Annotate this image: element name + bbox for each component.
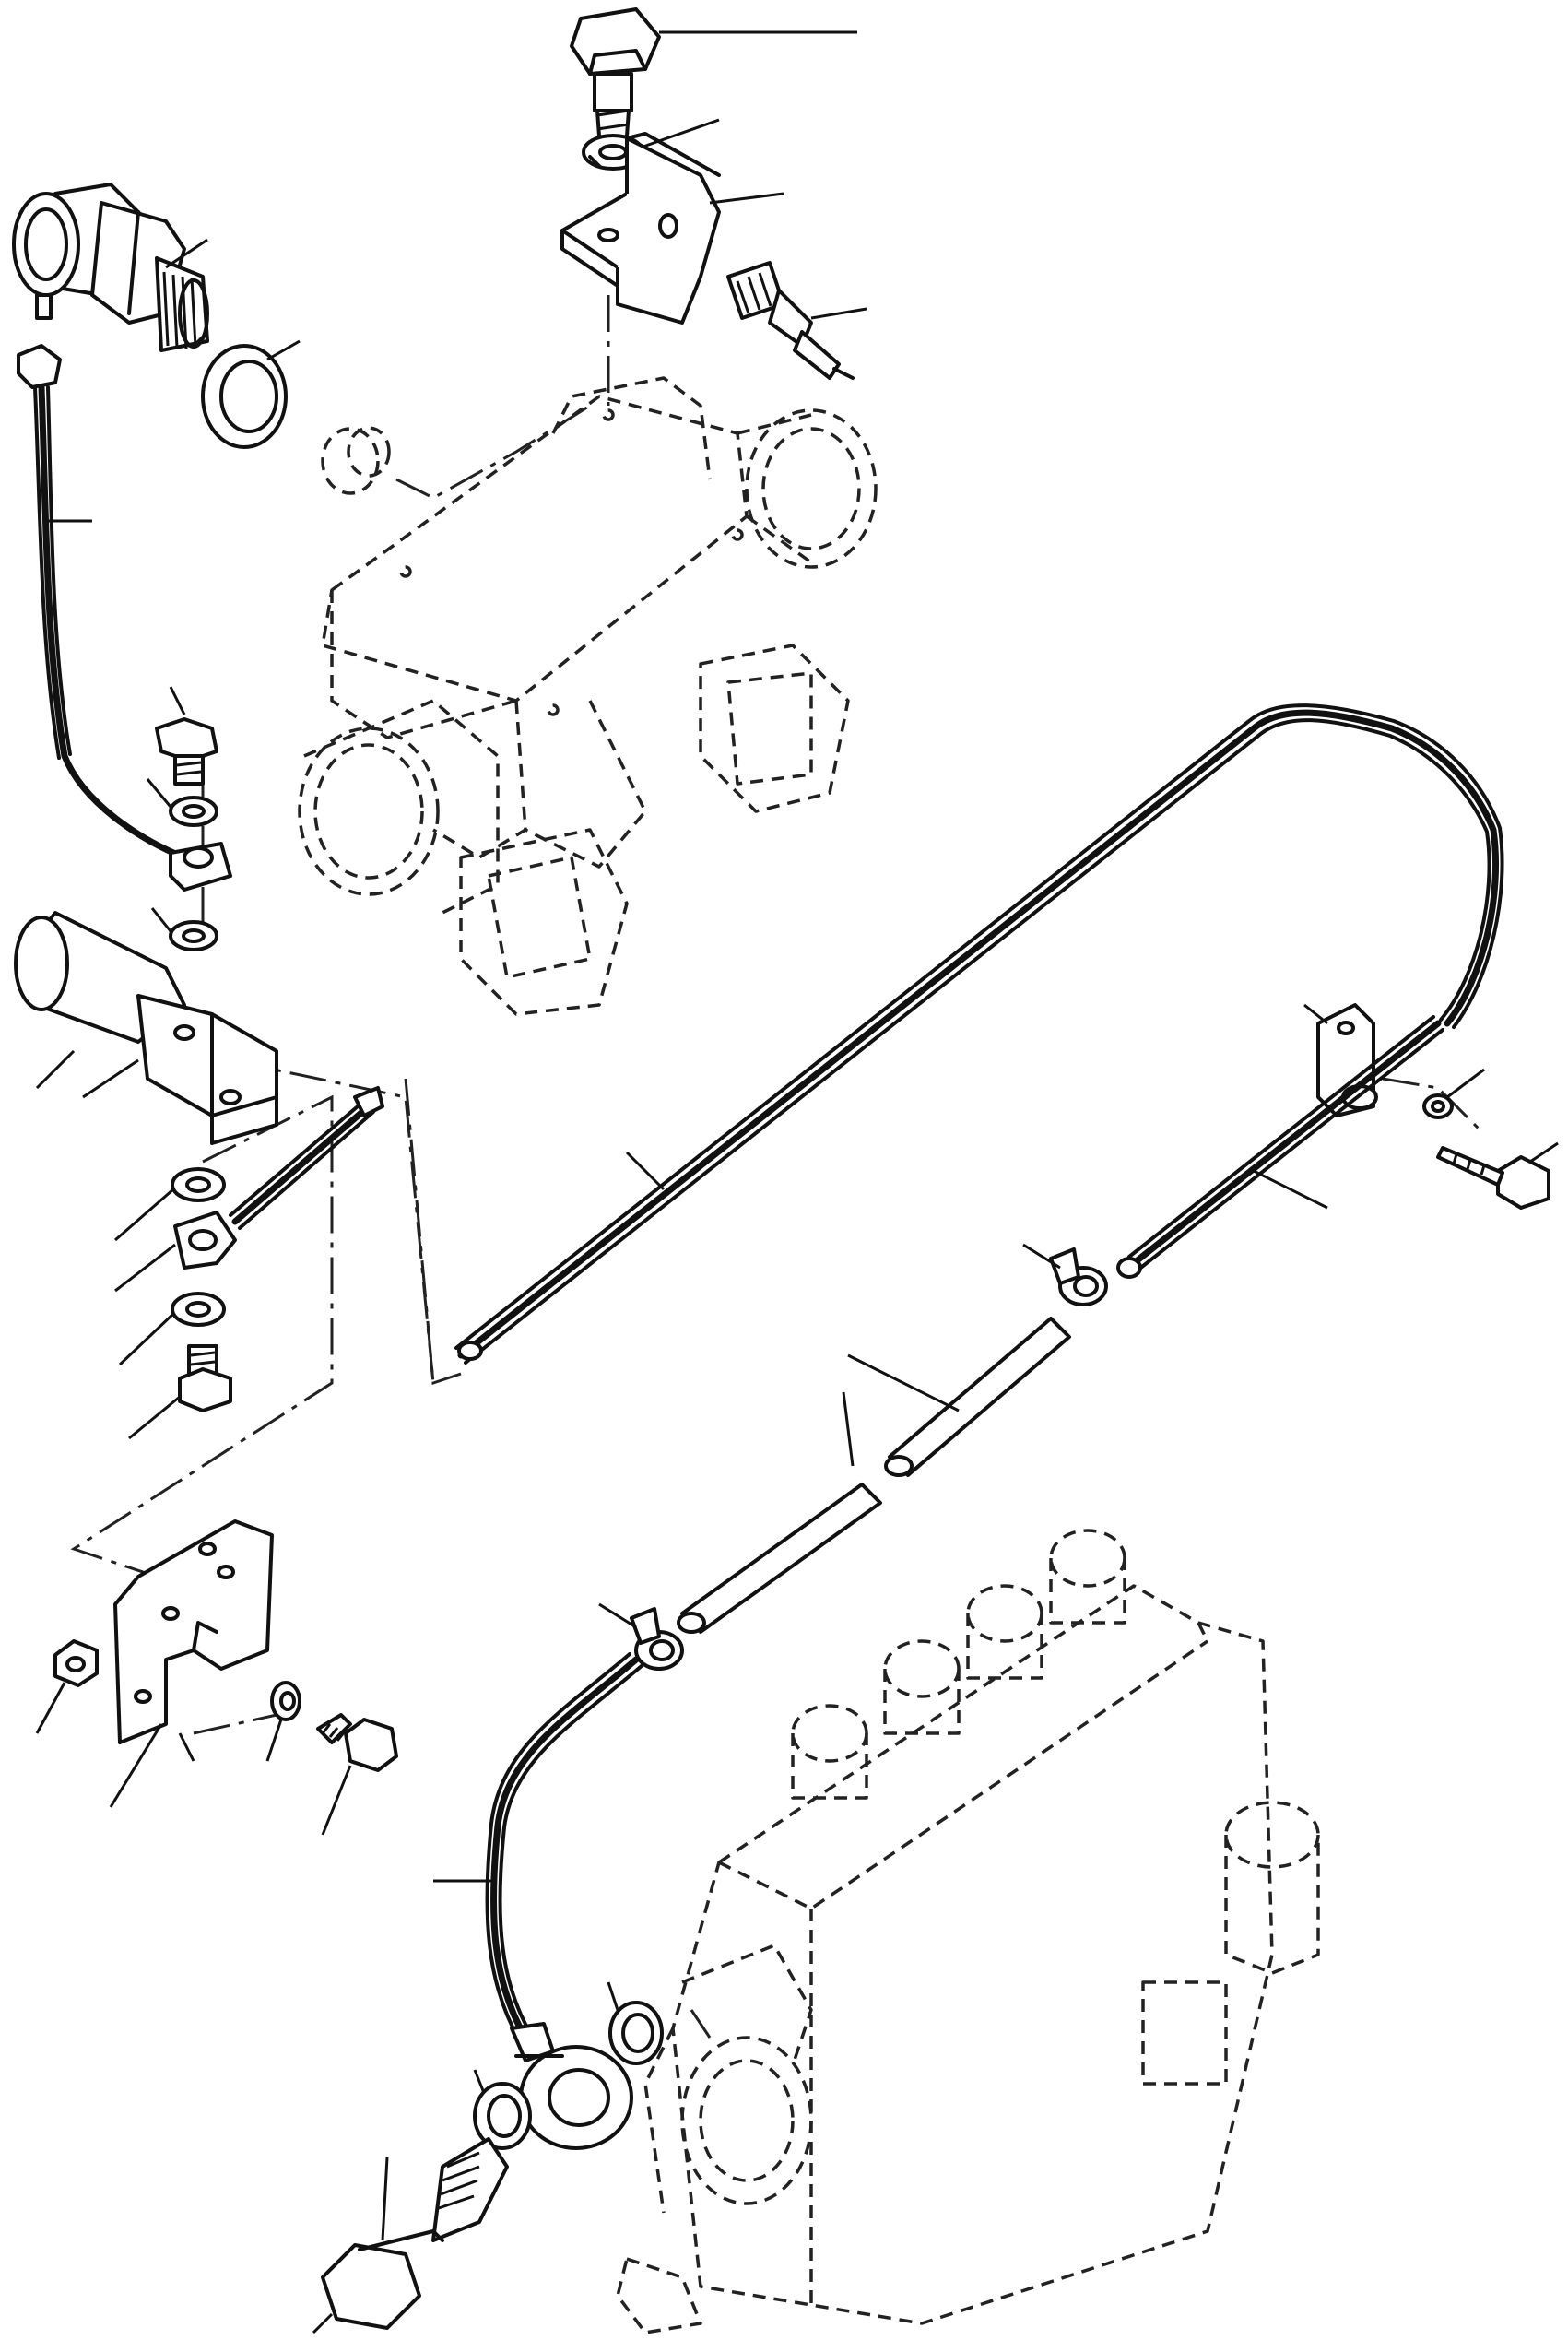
pressure-sensor[interactable]: [12, 183, 209, 352]
leader-line: [709, 192, 784, 205]
leader-line: [607, 1981, 619, 2011]
oil-line-upper[interactable]: [17, 344, 188, 861]
leader-line: [109, 1723, 163, 1808]
injection-pump-ghost: [616, 1529, 1320, 2334]
leader-line: [1529, 1141, 1559, 1164]
alignment-lines: [70, 295, 1486, 2039]
leader-line: [146, 778, 172, 808]
leader-line: [810, 307, 867, 320]
sealing-washer[interactable]: [608, 2001, 664, 2065]
leader-line: [1022, 1243, 1061, 1270]
cap-screw-lower[interactable]: [316, 1713, 398, 1772]
sealing-washer-sensor[interactable]: [201, 344, 288, 449]
leader-line: [1303, 1003, 1328, 1025]
leader-line: [312, 2312, 334, 2334]
rubber-hose[interactable]: [884, 1317, 1071, 1477]
manifold-adapter: [321, 426, 391, 495]
bolt-right[interactable]: [1436, 1146, 1550, 1210]
adapter-fitting[interactable]: [726, 261, 855, 380]
sealing-washer[interactable]: [1422, 1093, 1454, 1119]
leader-line: [265, 1719, 283, 1762]
sealing-washer[interactable]: [169, 920, 218, 951]
banjo-eye-middle[interactable]: [169, 842, 232, 892]
leader-line: [169, 686, 186, 715]
leader-line: [192, 330, 209, 348]
sealing-washer[interactable]: [169, 796, 218, 827]
intake-manifold-ghost: [298, 376, 878, 1016]
leader-line: [640, 118, 720, 149]
sealing-washer[interactable]: [171, 1292, 226, 1327]
banjo-bolt-lower[interactable]: [321, 2137, 509, 2330]
leader-line: [114, 1188, 174, 1242]
leader-line: [35, 1682, 66, 1734]
rubber-hose[interactable]: [677, 1483, 882, 1634]
leader-line: [114, 1243, 176, 1293]
leader-line: [625, 1151, 666, 1191]
leader-line: [150, 907, 172, 932]
leader-line: [842, 1391, 855, 1467]
leader-line: [35, 1049, 76, 1090]
leader-line: [82, 1058, 139, 1099]
leader-line: [165, 238, 208, 269]
banjo-bolt-middle[interactable]: [155, 717, 218, 786]
leader-line: [118, 1312, 175, 1366]
mounting-bracket-upper[interactable]: [560, 132, 721, 325]
leader-line: [1446, 1068, 1485, 1099]
sealing-washer[interactable]: [171, 1167, 226, 1202]
leader-line: [128, 1395, 181, 1440]
lock-washer-lower[interactable]: [270, 1681, 301, 1721]
leader-line: [847, 1353, 960, 1412]
leader-line: [598, 1602, 637, 1629]
oil-line-long[interactable]: [173, 1086, 384, 1270]
leader-line: [1253, 1169, 1328, 1210]
leader-line: [266, 339, 301, 361]
oil-line-lower[interactable]: [485, 1652, 644, 2041]
banjo-bolt-middle[interactable]: [178, 1344, 232, 1412]
hose-clamp[interactable]: [1049, 1247, 1108, 1306]
shutoff-solenoid[interactable]: [14, 911, 278, 1145]
oil-line-long[interactable]: [1116, 1015, 1444, 1279]
hose-clamp[interactable]: [630, 1607, 684, 1671]
leader-line: [321, 1765, 352, 1836]
hex-nut[interactable]: [53, 1639, 99, 1687]
sealing-washer[interactable]: [473, 2082, 532, 2150]
oil-line-long[interactable]: [454, 703, 1504, 1365]
leader-line: [473, 2069, 486, 2094]
leader-line: [178, 1732, 195, 1762]
mounting-plate-lower[interactable]: [113, 1519, 274, 1744]
leader-line: [381, 2157, 389, 2241]
